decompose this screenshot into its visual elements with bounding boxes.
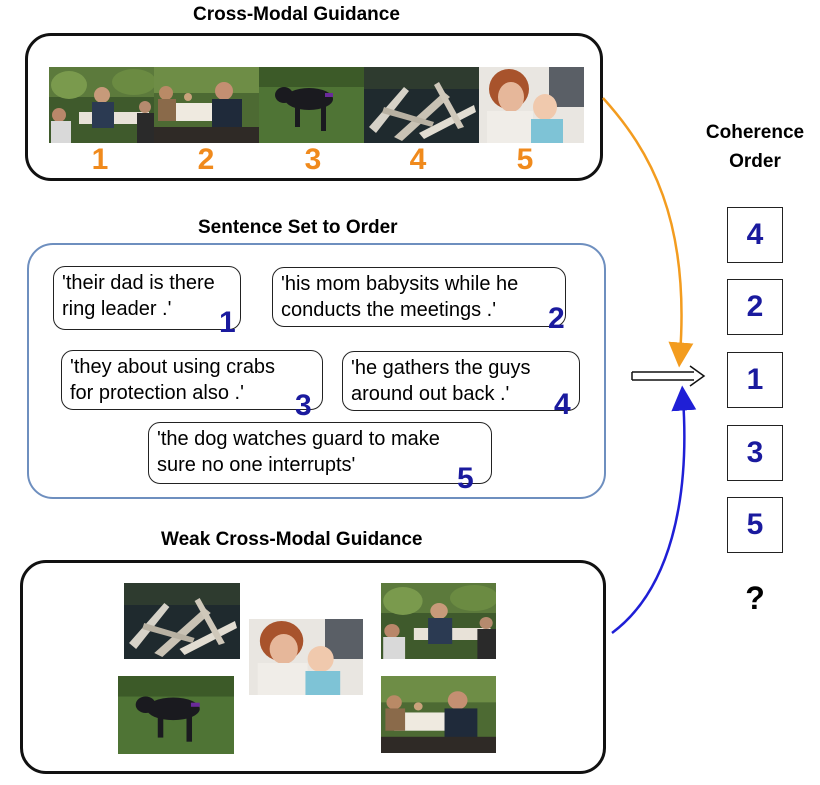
sentence-number-2: 2 (548, 302, 565, 335)
sentence-4-line2: around out back .' (351, 383, 510, 405)
sentence-bubble-1: 'their dad is there ring leader .' (53, 266, 241, 330)
order-box-3: 1 (727, 352, 783, 408)
order-box-4: 3 (727, 425, 783, 481)
image-number-5: 5 (516, 143, 534, 176)
blue-arrow (611, 385, 697, 635)
sentence-3-line1: 'they about using crabs (70, 356, 276, 378)
orange-arrow (602, 97, 694, 368)
sentence-1-line2: ring leader .' (62, 298, 172, 320)
sentence-2-line1: 'his mom babysits while he (281, 273, 519, 295)
photo-men-at-table-weak (381, 583, 496, 659)
sentence-bubble-3: 'they about using crabs for protection a… (61, 350, 323, 410)
coherence-title: Coherence Order (690, 118, 820, 176)
sentence-5-line2: sure no one interrupts' (157, 454, 356, 476)
image-number-3: 3 (304, 143, 322, 176)
sentence-bubble-5: 'the dog watches guard to make sure no o… (148, 422, 492, 484)
photo-men-at-table-1 (49, 67, 154, 143)
sentence-4-line1: 'he gathers the guys (351, 357, 531, 379)
sentence-set-box (27, 243, 606, 499)
cross-modal-box (25, 33, 603, 181)
photo-man-with-table-2 (154, 67, 259, 143)
unknown-order-mark: ? (745, 580, 765, 616)
double-arrow-icon (631, 365, 706, 387)
title-weak-cross-modal: Weak Cross-Modal Guidance (161, 529, 423, 550)
order-box-1: 4 (727, 207, 783, 263)
coherence-title-line1: Coherence (705, 122, 805, 143)
sentence-bubble-2: 'his mom babysits while he conducts the … (272, 267, 566, 327)
sentence-3-line2: for protection also .' (70, 382, 244, 404)
photo-black-dog-3 (259, 67, 364, 143)
photo-grandmother-baby-weak (249, 619, 363, 695)
image-number-4: 4 (409, 143, 427, 176)
image-number-2: 2 (197, 143, 215, 176)
photo-driftwood-weak (124, 583, 240, 659)
photo-driftwood-4 (364, 67, 479, 143)
photo-grandmother-baby-5 (479, 67, 584, 143)
photo-black-dog-weak (118, 676, 234, 754)
coherence-title-line2: Order (729, 151, 781, 172)
order-box-5: 5 (727, 497, 783, 553)
sentence-5-line1: 'the dog watches guard to make (157, 428, 440, 450)
sentence-number-5: 5 (457, 462, 474, 495)
sentence-number-4: 4 (554, 388, 571, 421)
sentence-bubble-4: 'he gathers the guys around out back .' (342, 351, 580, 411)
sentence-number-1: 1 (219, 306, 236, 339)
title-cross-modal: Cross-Modal Guidance (193, 4, 400, 25)
order-box-2: 2 (727, 279, 783, 335)
weak-cross-modal-box (20, 560, 606, 774)
sentence-2-line2: conducts the meetings .' (281, 299, 497, 321)
sentence-1-line1: 'their dad is there (62, 272, 215, 294)
photo-man-with-table-weak (381, 676, 496, 753)
sentence-number-3: 3 (295, 389, 312, 422)
image-number-1: 1 (91, 143, 109, 176)
title-sentence-set: Sentence Set to Order (198, 217, 398, 238)
